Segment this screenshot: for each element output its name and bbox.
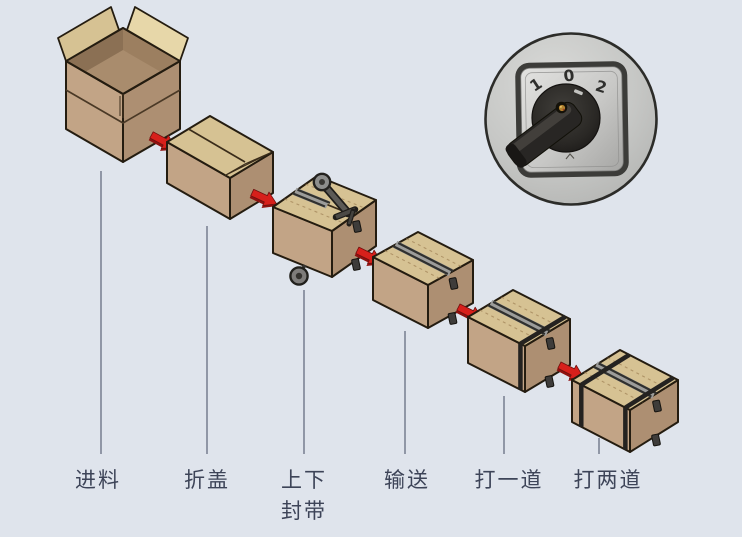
tape-end-tab <box>448 277 459 290</box>
tape-edge <box>397 242 454 272</box>
conveyor-sequence <box>57 6 679 453</box>
knob-pin-glint <box>559 105 562 108</box>
box-convey <box>372 231 474 329</box>
body-seam-line <box>65 89 181 124</box>
bottom-tape-roller <box>289 264 309 286</box>
box-strap2 <box>571 349 679 453</box>
flap-edge-sliver <box>224 151 272 177</box>
tape-end-tab <box>447 312 458 325</box>
tape-edge <box>487 304 546 336</box>
tape-edge <box>392 245 449 275</box>
box-fold <box>166 115 274 220</box>
back-left-flap <box>57 6 120 62</box>
tape-roll-hub <box>319 179 325 185</box>
arm-blade <box>347 210 355 225</box>
crease-dashes <box>501 296 559 327</box>
strap-top-band <box>624 375 675 410</box>
knob-lever-tip <box>505 143 527 168</box>
roller-hub <box>295 272 303 280</box>
knob-lever-highlight <box>510 104 572 154</box>
crease-dashes <box>584 371 643 403</box>
box-seal <box>272 172 377 286</box>
strap-top-band <box>580 352 631 387</box>
plate-bottom-mark <box>565 153 575 160</box>
tape-band <box>393 240 453 277</box>
tape-band <box>488 299 550 337</box>
selector-switch-inset: 1 0 2 <box>484 32 658 206</box>
tape-end-tab <box>545 337 556 350</box>
tape-edge <box>297 188 331 204</box>
switch-position-0: 0 <box>563 66 576 85</box>
tape-end-tab <box>652 399 662 413</box>
crease-dashes <box>305 183 365 209</box>
knob-indicator-mark <box>573 89 583 96</box>
arrow-body <box>250 188 278 207</box>
tape-edge <box>292 192 326 208</box>
tape-applicator-arm <box>312 172 359 227</box>
strap-top-band <box>519 314 567 346</box>
crease-dashes <box>479 309 537 340</box>
arm-bar <box>321 182 351 216</box>
leader-lines <box>100 171 600 454</box>
tape-end-tab <box>351 258 361 271</box>
tape-end-tab <box>651 433 661 447</box>
switch-position-2: 2 <box>593 77 609 97</box>
box-strap1 <box>467 289 571 393</box>
plate-inner-line <box>524 70 620 169</box>
flow-arrow <box>249 188 278 208</box>
back-right-flap <box>126 6 189 62</box>
knob-pin-glint-red <box>562 108 565 111</box>
tape-end-tab <box>544 375 555 388</box>
crease-dashes <box>607 357 666 389</box>
tape-band <box>293 187 329 209</box>
switch-knob[interactable] <box>504 83 601 170</box>
knob-handle <box>505 101 583 168</box>
flap-seam-line <box>188 128 246 163</box>
tape-edge <box>492 300 551 332</box>
box-feed <box>57 6 189 163</box>
tape-end-tab <box>352 220 362 233</box>
